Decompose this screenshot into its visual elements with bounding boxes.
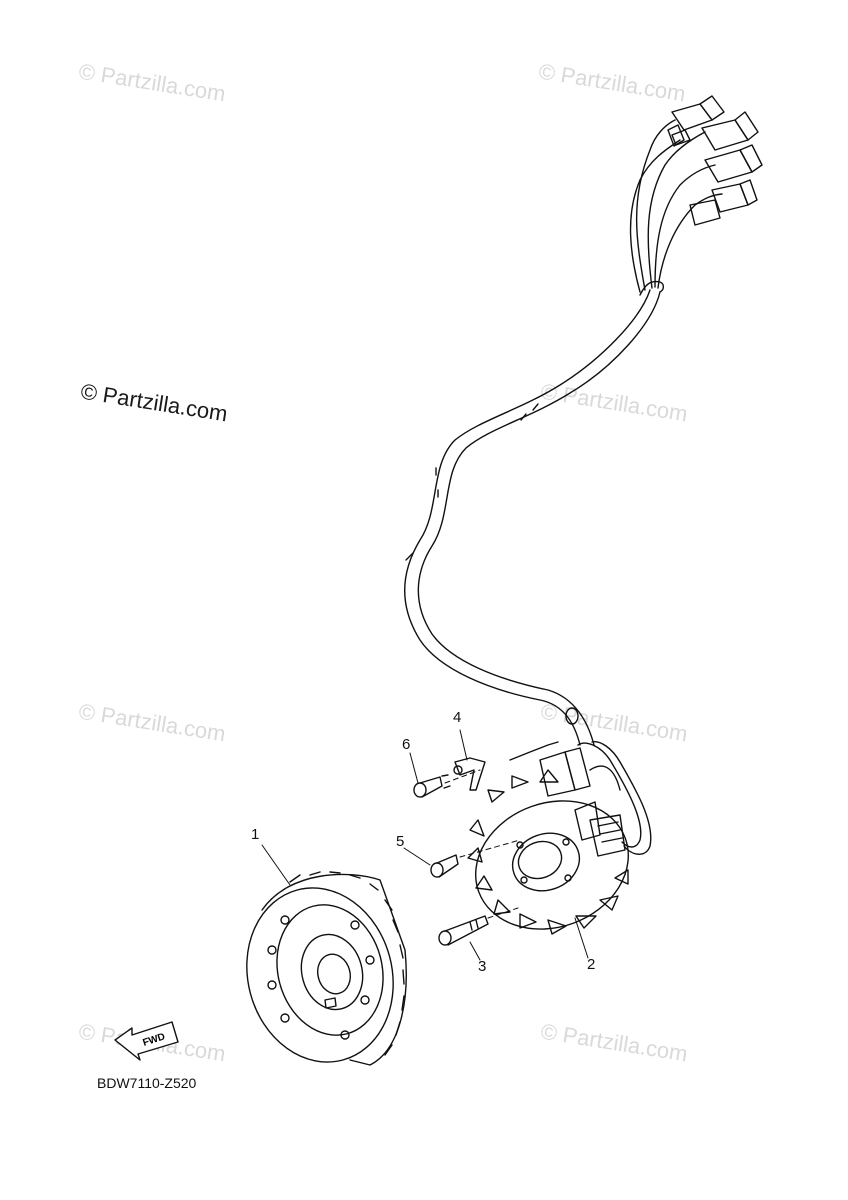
stator-lead [565,707,652,855]
callout-4: 4 [453,709,462,726]
screw-5 [430,854,459,878]
fwd-arrow-icon: FWD [114,1021,179,1061]
assembly-lines [444,769,521,919]
callout-3: 3 [478,958,487,975]
screw-6 [413,774,451,798]
stator-assembly [467,741,630,935]
rotor-flywheel [246,871,407,1066]
callout-6: 6 [402,736,411,753]
callout-5: 5 [396,833,405,850]
callout-1: 1 [251,826,260,843]
harness-connectors [667,95,763,226]
clamp-bracket [453,757,486,791]
bolt-3 [438,915,489,946]
diagram-code: BDW7110-Z520 [97,1075,197,1091]
wire-branches [629,119,723,293]
callout-2: 2 [587,956,596,973]
leader-lines [261,729,589,961]
wire-harness [404,280,665,746]
